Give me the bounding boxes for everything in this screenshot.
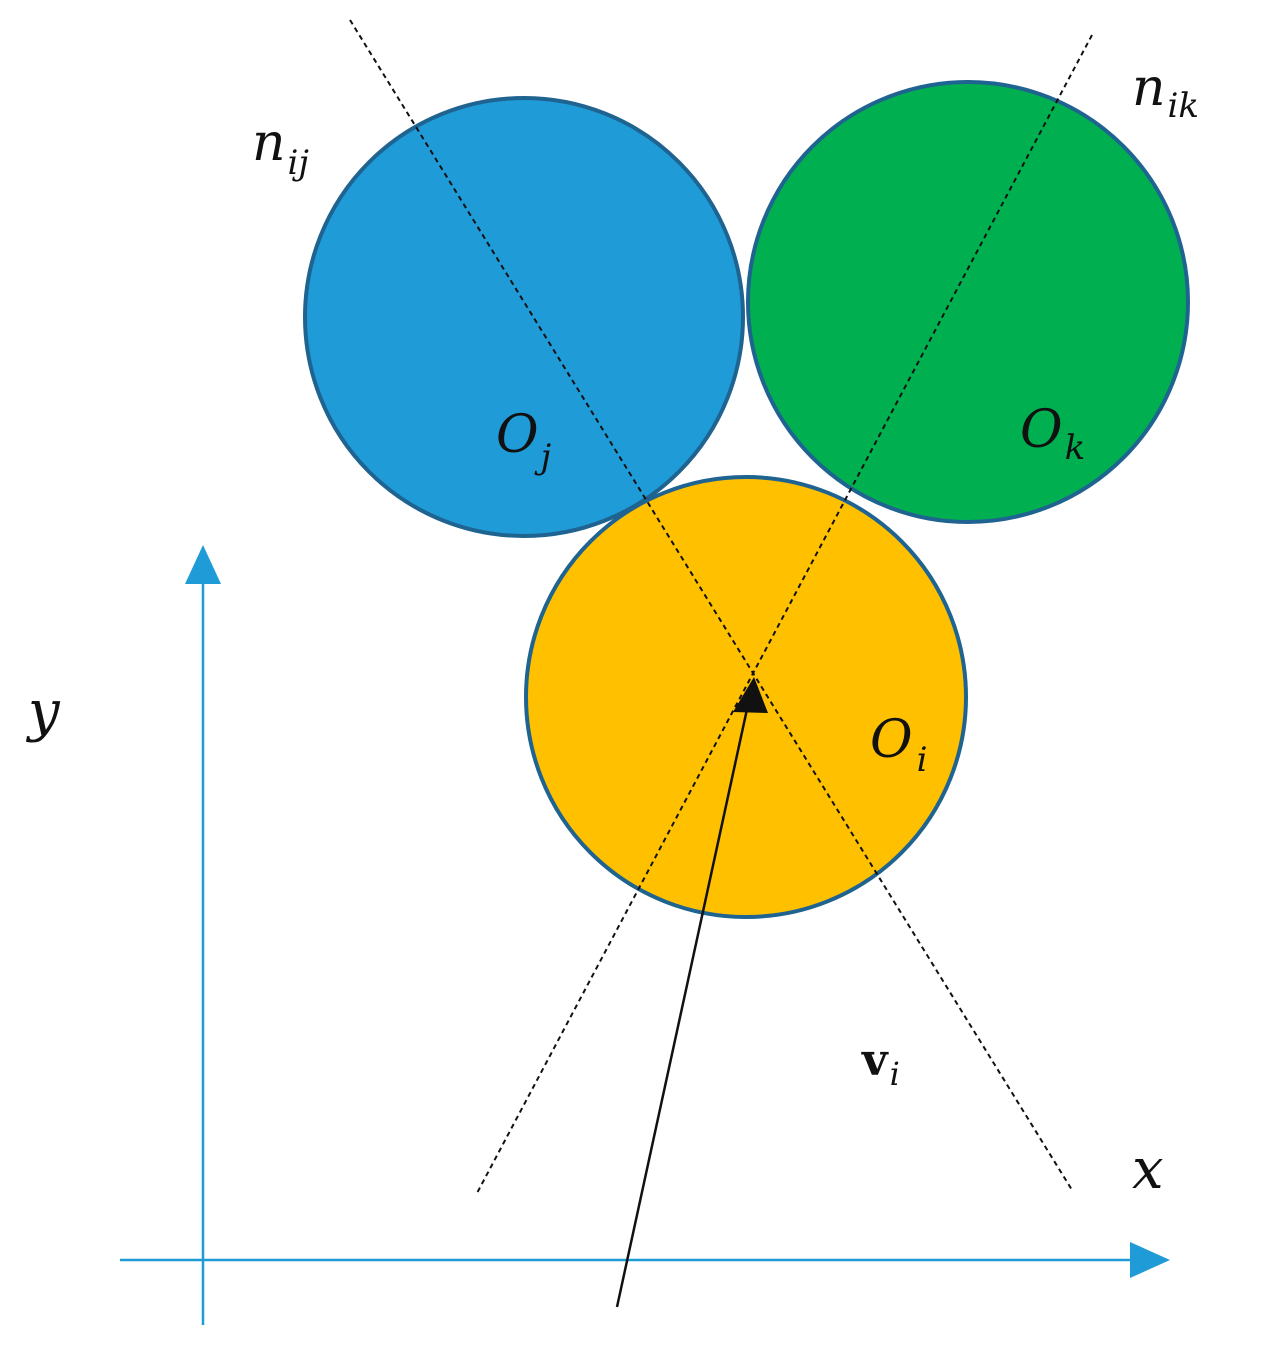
particle-j-circle bbox=[303, 96, 745, 538]
y-axis-arrowhead bbox=[185, 545, 221, 584]
label-n-ik: nik bbox=[1132, 58, 1199, 126]
particle-k-circle bbox=[746, 80, 1190, 524]
label-y-axis: y bbox=[25, 679, 61, 744]
velocity-arrowhead bbox=[733, 677, 768, 713]
label-o-k: Ok bbox=[1020, 400, 1085, 468]
label-n-ij: nij bbox=[252, 113, 309, 183]
label-x-axis: x bbox=[1132, 1137, 1164, 1202]
x-axis-arrowhead bbox=[1130, 1242, 1170, 1278]
normal-line-ij bbox=[349, 19, 1073, 1191]
velocity-vector-line bbox=[615, 699, 751, 1308]
label-v-i: vi bbox=[861, 1035, 900, 1093]
normal-line-ik bbox=[475, 34, 1093, 1196]
